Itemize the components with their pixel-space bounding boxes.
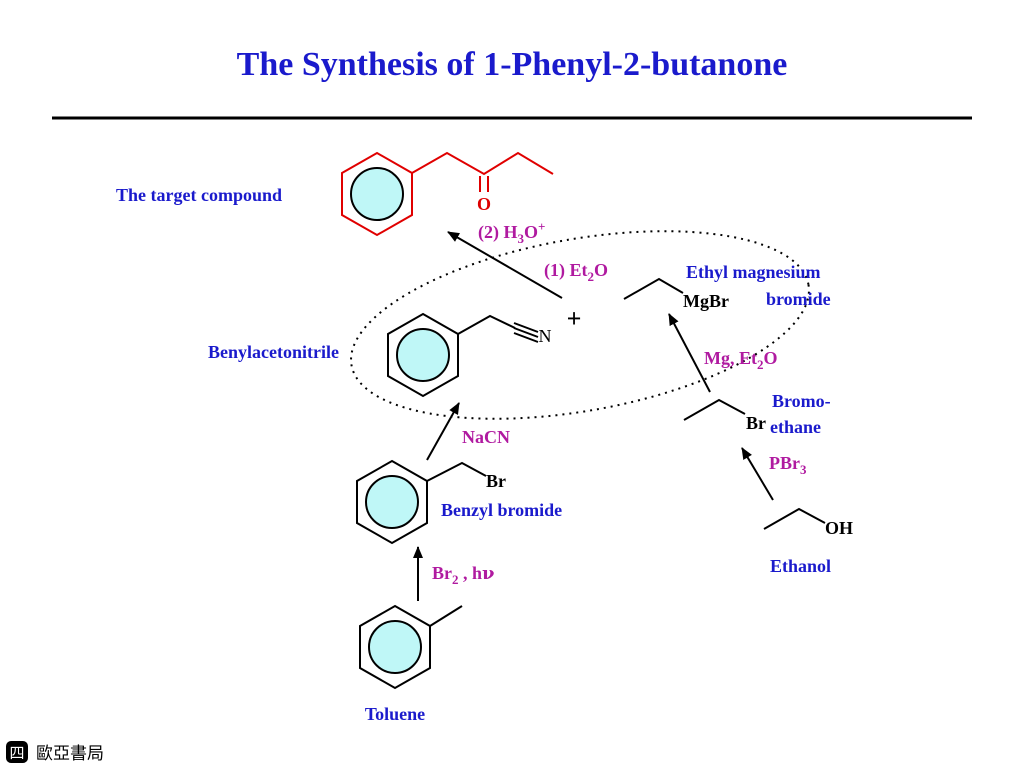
- target-compound-structure: O: [341, 151, 554, 237]
- triple-bond-1: [513, 322, 539, 333]
- reactant-grouping-ellipse: [350, 230, 810, 420]
- mgbr-atom: MgBr: [683, 291, 729, 311]
- benzylacetonitrile-structure: N: [387, 312, 552, 398]
- toluene-structure: [359, 604, 463, 690]
- triple-bond-3: [513, 332, 539, 343]
- benzylacetonitrile-label: Benylacetonitrile: [208, 342, 339, 362]
- bromine-atom-benzyl: Br: [486, 471, 506, 491]
- ethanol-label: Ethanol: [770, 556, 831, 576]
- benzyl-ch2-bond: [426, 461, 487, 482]
- benzyl-bromide-label: Benzyl bromide: [441, 500, 562, 520]
- ethanol-structure: OH: [763, 507, 853, 538]
- benzyl-bromide-structure: Br: [356, 459, 506, 545]
- arrow-to-nitrile: [426, 402, 460, 461]
- ethylmgbr-label-line1: Ethyl magnesium: [686, 262, 821, 282]
- bromoethane-structure: Br: [683, 398, 766, 433]
- target-compound-label: The target compound: [116, 185, 282, 205]
- toluene-aromatic-circle: [368, 620, 422, 674]
- arrow-to-grignard: [668, 313, 711, 393]
- ethylmgbr-structure: MgBr: [623, 277, 729, 311]
- hydroxyl-atom: OH: [825, 518, 853, 538]
- ethyl-chain-bond: [623, 277, 684, 300]
- publisher-logo: 四: [6, 741, 28, 763]
- ethanol-bond: [763, 507, 826, 530]
- target-side-chain: [411, 151, 554, 176]
- reagent-h3o-label: (2) H3O+: [478, 219, 545, 246]
- nitrogen-atom: N: [539, 326, 552, 346]
- arrow-to-target: [447, 231, 563, 299]
- triple-bond-2: [513, 327, 539, 338]
- bromine-atom-ethane: Br: [746, 413, 766, 433]
- nitrile-ch2-bond: [457, 314, 516, 335]
- benzyl-aromatic-circle: [365, 475, 419, 529]
- bromoethane-label-line1: Bromo-: [772, 391, 831, 411]
- reagent-pbr3-label: PBr3: [769, 453, 807, 477]
- reagent-mg-label: Mg, Et2O: [704, 348, 778, 372]
- reagent-et2o-label: (1) Et2O: [544, 260, 608, 284]
- target-aromatic-circle: [350, 167, 404, 221]
- toluene-methyl-bond: [429, 605, 463, 627]
- reagent-nacn-label: NaCN: [462, 427, 510, 447]
- publisher-logo-icon: [6, 741, 28, 763]
- oxygen-atom: O: [477, 194, 491, 214]
- reagent-br2-label: Br2 , hν: [432, 563, 495, 587]
- publisher-logo-glyph: 四: [9, 744, 24, 762]
- publisher-name: 歐亞書局: [36, 744, 104, 764]
- page-title: The Synthesis of 1-Phenyl-2-butanone: [237, 46, 788, 83]
- plus-sign: +: [567, 304, 582, 333]
- bromoethane-label-line2: ethane: [770, 417, 821, 437]
- toluene-label: Toluene: [365, 704, 425, 724]
- ethylmgbr-label-line2: bromide: [766, 289, 831, 309]
- nitrile-aromatic-circle: [396, 328, 450, 382]
- arrow-to-bromoethane: [741, 447, 774, 501]
- bromoethane-bond: [683, 398, 746, 421]
